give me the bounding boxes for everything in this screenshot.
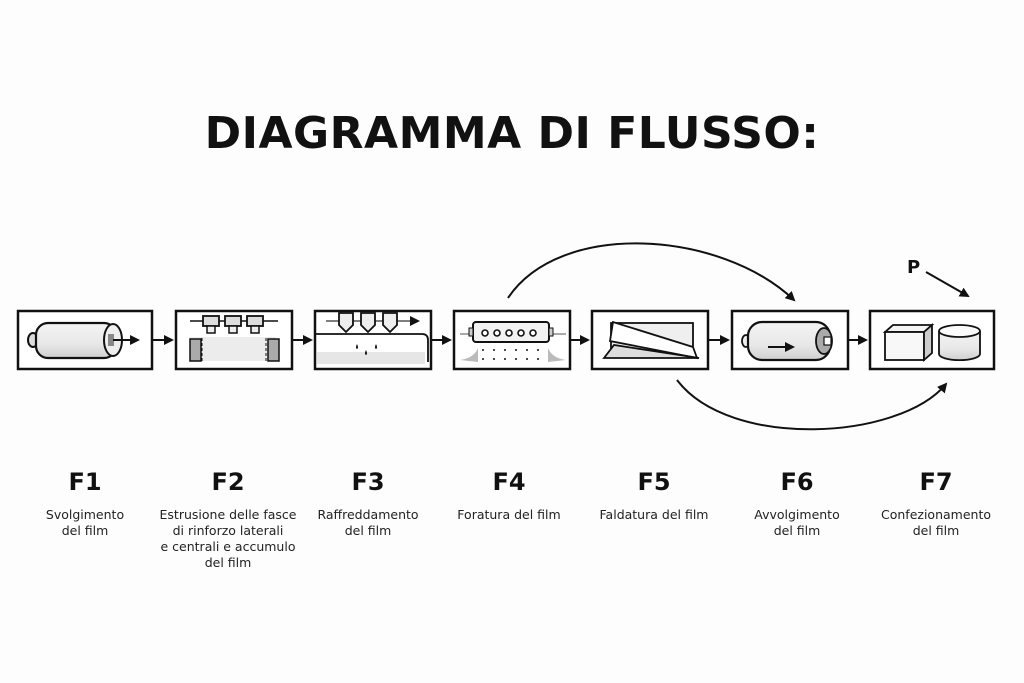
step-box-f6 — [730, 309, 850, 371]
step-code-f4: F4 — [492, 468, 526, 496]
step-description-f5: Faldatura del film — [599, 507, 709, 522]
bypass-arrow-f5-f7 — [676, 379, 948, 431]
film-roll-winding-icon — [741, 320, 833, 362]
step-box-f3 — [313, 309, 433, 371]
step-box-f1 — [16, 309, 154, 371]
cooling-drops-icon — [316, 312, 429, 364]
step-code-f3: F3 — [351, 468, 385, 496]
step-code-f1: F1 — [68, 468, 102, 496]
perforation-roller-icon — [460, 321, 566, 362]
film-folding-icon — [602, 320, 700, 360]
step-box-f5 — [590, 309, 710, 371]
step-box-f4 — [452, 309, 572, 371]
input-label-p: P — [907, 257, 921, 278]
input-arrow-p — [925, 271, 970, 297]
step-description-f4: Foratura del film — [457, 507, 561, 522]
extrusion-nozzles-icon — [189, 315, 280, 362]
step-code-f5: F5 — [637, 468, 671, 496]
step-box-f2 — [174, 309, 294, 371]
step-code-f2: F2 — [211, 468, 245, 496]
film-roll-unwind-icon — [27, 321, 140, 360]
bypass-arrow-f4-f6 — [507, 242, 796, 302]
step-box-f7 — [868, 309, 996, 371]
step-code-f7: F7 — [919, 468, 953, 496]
diagram-title: DIAGRAMMA DI FLUSSO: — [204, 108, 820, 159]
packaging-box-icon — [882, 323, 981, 362]
step-code-f6: F6 — [780, 468, 814, 496]
